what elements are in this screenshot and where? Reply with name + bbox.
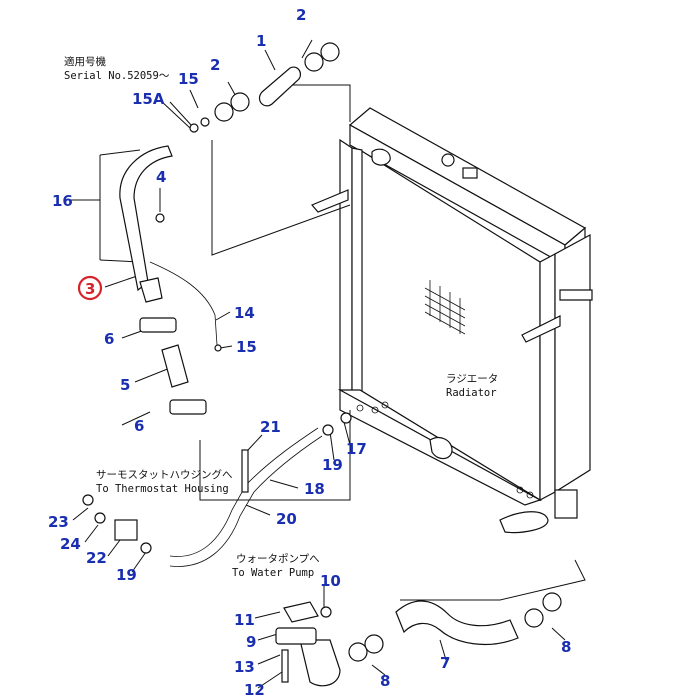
callout-6: 6 xyxy=(134,417,144,435)
callout-16: 16 xyxy=(52,192,73,210)
callout-21: 21 xyxy=(260,418,281,436)
hose-part-5 xyxy=(161,344,189,388)
callout-11: 11 xyxy=(234,611,255,629)
hoses xyxy=(119,66,519,687)
callouts: 2 1 2 15 15A 4 16 3 14 6 15 5 6 21 17 19… xyxy=(48,6,571,699)
tube-part-16 xyxy=(119,145,173,292)
hose-part-7 xyxy=(395,600,519,645)
hose-part-6-lower xyxy=(169,399,207,415)
radiator: ラジエータ Radiator xyxy=(311,107,593,534)
callout-8: 8 xyxy=(380,672,390,690)
hose-part-6-upper xyxy=(139,317,177,333)
callout-19: 19 xyxy=(116,566,137,584)
callout-2: 2 xyxy=(210,56,220,74)
callout-10: 10 xyxy=(320,572,341,590)
callout-3: 3 xyxy=(85,280,95,298)
pipe-part-11 xyxy=(299,639,341,687)
callout-22: 22 xyxy=(86,549,107,567)
callout-13: 13 xyxy=(234,658,255,676)
callout-7: 7 xyxy=(440,654,450,672)
leader-lines xyxy=(70,39,586,689)
thermostat-note-en: To Thermostat Housing xyxy=(96,483,229,495)
waterpump-note-jp: ウォータポンプへ xyxy=(236,553,320,565)
callout-19: 19 xyxy=(322,456,343,474)
hardware xyxy=(82,42,562,683)
notes: 適用号機 Serial No.52059～ サーモスタットハウジングへ To T… xyxy=(64,55,320,579)
callout-23: 23 xyxy=(48,513,69,531)
callout-14: 14 xyxy=(234,304,255,322)
callout-5: 5 xyxy=(120,376,130,394)
hose-part-1 xyxy=(258,66,302,107)
radiator-label-jp: ラジエータ xyxy=(446,373,498,385)
thermostat-note-jp: サーモスタットハウジングへ xyxy=(96,468,233,481)
hose-part-14 xyxy=(149,261,218,346)
callout-3-highlight xyxy=(77,275,103,301)
callout-24: 24 xyxy=(60,535,81,553)
callout-20: 20 xyxy=(276,510,297,528)
callout-1: 1 xyxy=(256,32,266,50)
callout-6: 6 xyxy=(104,330,114,348)
waterpump-note-en: To Water Pump xyxy=(232,567,314,579)
callout-17: 17 xyxy=(346,440,367,458)
callout-12: 12 xyxy=(244,681,265,699)
callout-15: 15 xyxy=(178,70,199,88)
callout-18: 18 xyxy=(304,480,325,498)
radiator-label-en: Radiator xyxy=(446,387,497,399)
callout-8: 8 xyxy=(561,638,571,656)
applicable-note-jp: 適用号機 xyxy=(64,55,106,68)
callout-9: 9 xyxy=(246,633,256,651)
callout-2: 2 xyxy=(296,6,306,24)
callout-15A: 15A xyxy=(132,90,165,108)
callout-15: 15 xyxy=(236,338,257,356)
callout-4: 4 xyxy=(156,168,166,186)
hose-part-18 xyxy=(169,427,319,557)
serial-note: Serial No.52059～ xyxy=(64,70,170,82)
